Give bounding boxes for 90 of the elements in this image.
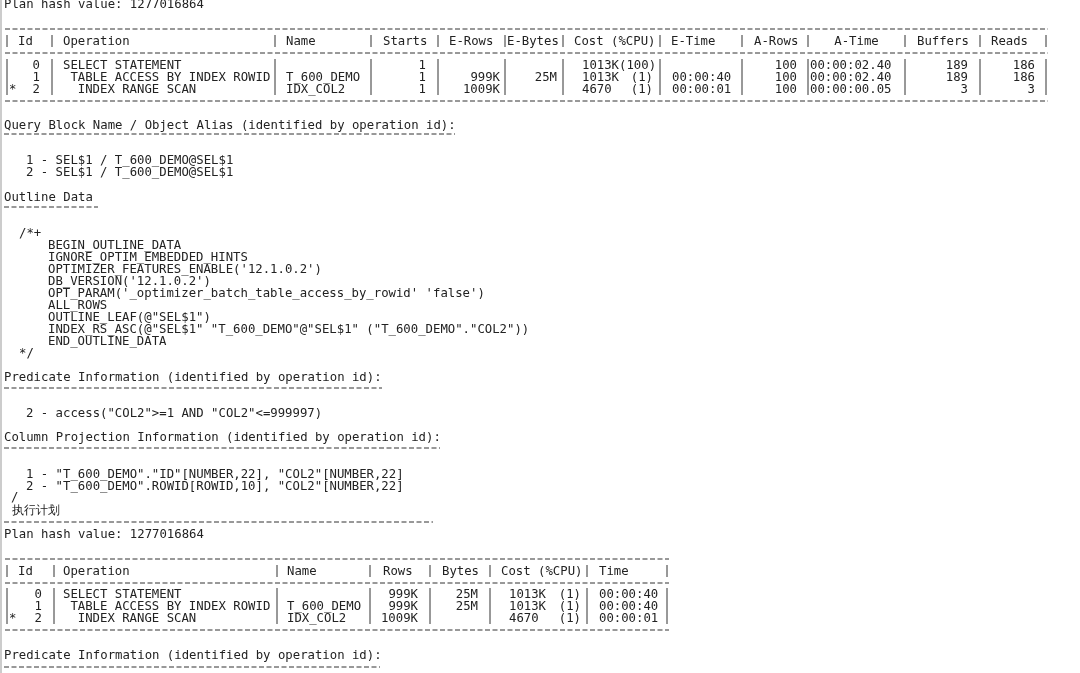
table-value: 00:00:01	[672, 82, 732, 96]
table-value: 100	[774, 58, 797, 72]
table-value: 1	[418, 82, 426, 96]
column-header: A-Time	[834, 34, 879, 48]
code-line: 2 - access("COL2">=1 AND "COL2"<=999997)	[26, 406, 323, 420]
column-header: Cost (%CPU)	[574, 34, 656, 48]
table-value: 100	[774, 70, 797, 84]
column-header: Id	[18, 34, 33, 48]
table-value: 4670 (1)	[509, 611, 581, 625]
table-value: 1013K (1)	[509, 587, 581, 601]
column-header: Operation	[63, 564, 130, 578]
section-heading: Query Block Name / Object Alias (identified by operation id):	[4, 118, 456, 132]
column-header: E-Time	[671, 34, 716, 48]
operation-name: INDEX RANGE SCAN	[77, 611, 197, 625]
table-value: 1009K	[380, 611, 418, 625]
table-value: 4670 (1)	[582, 82, 653, 96]
code-line: 1 - SEL$1 / T_600_DEMO@SEL$1	[26, 153, 234, 167]
table-value: 2	[32, 82, 40, 96]
code-line: /*+	[19, 226, 42, 240]
table-value: 00:00:40	[599, 599, 659, 613]
table-value: 1013K (1)	[509, 599, 581, 613]
table-value: 25M	[455, 599, 478, 613]
outline-hint: OPTIMIZER_FEATURES_ENABLE('12.1.0.2')	[48, 262, 322, 276]
table-value: 999K	[388, 599, 418, 613]
table-value: 25M	[534, 70, 557, 84]
table-value: 189	[945, 58, 968, 72]
column-header: E-Bytes	[507, 34, 559, 48]
table-value: 999K	[388, 587, 418, 601]
table-value: 100	[774, 82, 797, 96]
table-value: 1013K(100)	[582, 58, 653, 72]
column-header: Name	[287, 564, 317, 578]
table-value: 1	[34, 599, 42, 613]
outline-hint: OUTLINE_LEAF(@"SEL$1")	[48, 310, 211, 324]
column-header: Name	[286, 34, 316, 48]
operation-name: TABLE ACCESS BY INDEX ROWID	[70, 70, 271, 84]
table-value: 189	[945, 70, 968, 84]
table-value: 999K	[470, 70, 500, 84]
table-value: 00:00:40	[672, 70, 732, 84]
section-heading: Predicate Information (identified by operation id):	[4, 648, 382, 662]
table-value: 1	[418, 58, 426, 72]
table-value: 00:00:02.40	[810, 70, 892, 84]
table-value: 186	[1012, 70, 1035, 84]
table-value: T_600_DEMO	[286, 70, 361, 84]
section-heading: Outline Data	[4, 190, 93, 204]
caption-text: 执行计划	[12, 503, 60, 517]
operation-name: SELECT STATEMENT	[63, 58, 182, 72]
column-header: Id	[18, 564, 33, 578]
column-header: Reads	[991, 34, 1029, 48]
table-value: IDX_COL2	[287, 611, 347, 625]
table-value: 3	[1027, 82, 1035, 96]
column-header: A-Rows	[754, 34, 799, 48]
table-value: T_600_DEMO	[287, 599, 362, 613]
outline-hint: IGNORE_OPTIM_EMBEDDED_HINTS	[48, 250, 248, 264]
column-header: Rows	[383, 564, 413, 578]
code-line: */	[19, 346, 34, 360]
column-header: Buffers	[917, 34, 969, 48]
filter-marker: *	[9, 82, 17, 96]
column-header: E-Rows	[449, 34, 494, 48]
column-header: Time	[599, 564, 629, 578]
table-value: 186	[1012, 58, 1035, 72]
column-header: Operation	[63, 34, 130, 48]
section-heading: Column Projection Information (identified by operation id):	[4, 430, 441, 444]
outline-hint: DB_VERSION('12.1.0.2')	[48, 274, 211, 288]
filter-marker: *	[9, 611, 17, 625]
table-value: 1013K (1)	[582, 70, 653, 84]
outline-hint: ALL_ROWS	[48, 298, 108, 312]
table-value: 0	[32, 58, 40, 72]
column-header: Bytes	[442, 564, 480, 578]
table-value: 2	[34, 611, 42, 625]
operation-name: SELECT STATEMENT	[63, 587, 182, 601]
table-value: 1	[32, 70, 40, 84]
column-header: Starts	[383, 34, 428, 48]
table-value: 00:00:01	[599, 611, 659, 625]
table-value: 0	[34, 587, 42, 601]
table-value: 3	[960, 82, 968, 96]
table-value: 1	[418, 70, 426, 84]
table-value: 00:00:40	[599, 587, 659, 601]
code-line: 1 - "T_600_DEMO"."ID"[NUMBER,22], "COL2"[NUMBER,22]	[26, 467, 404, 481]
section-heading: Predicate Information (identified by operation id):	[4, 370, 382, 384]
table-value: 00:00:02.40	[810, 58, 892, 72]
table-value: 00:00:00.05	[810, 82, 892, 96]
hash-value-text: Plan hash value: 1277016864	[4, 527, 204, 541]
outline-hint: BEGIN_OUTLINE_DATA	[48, 238, 182, 252]
table-value: 25M	[455, 587, 478, 601]
column-header: Cost (%CPU)	[501, 564, 583, 578]
table-value: 1009K	[462, 82, 500, 96]
code-line: /	[11, 490, 19, 504]
table-value: IDX_COL2	[286, 82, 346, 96]
operation-name: TABLE ACCESS BY INDEX ROWID	[70, 599, 271, 613]
operation-name: INDEX RANGE SCAN	[77, 82, 197, 96]
